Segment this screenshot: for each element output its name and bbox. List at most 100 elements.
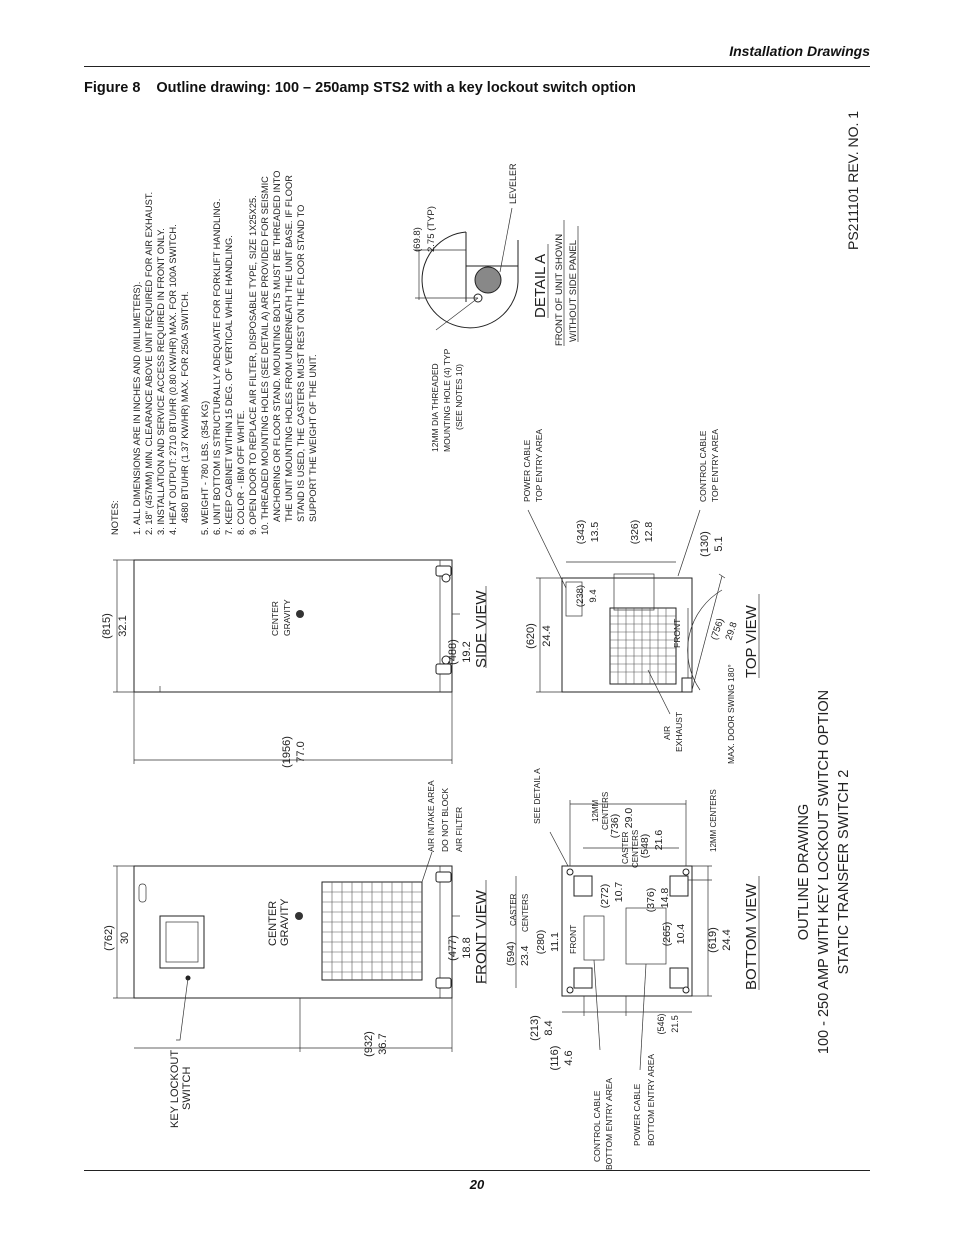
front-cg-label-2: GRAVITY — [279, 898, 291, 946]
air-exhaust-label-2: EXHAUST — [674, 712, 684, 752]
top-control-label-1: CONTROL CABLE — [698, 430, 708, 502]
mounting-hole-label-3: (SEE NOTES 10) — [454, 364, 464, 430]
front-cg-mm: (477) — [447, 935, 459, 961]
front-cg-in: 18.8 — [461, 937, 473, 958]
detail-dim-in: 2.75 (TYP) — [426, 206, 437, 252]
air-intake-label-2: DO NOT BLOCK — [440, 788, 450, 852]
bottom-power-entry-area — [625, 907, 667, 965]
front-width-mm: (762) — [103, 925, 115, 951]
front-width-in: 30 — [119, 932, 131, 944]
top-dim-238-in: 9.4 — [588, 589, 599, 602]
detail-a-title: DETAIL A — [532, 254, 549, 318]
bottom-caster-4 — [669, 967, 689, 989]
figure-caption: Outline drawing: 100 – 250amp STS2 with … — [156, 80, 636, 96]
top-control-label-2: TOP ENTRY AREA — [710, 429, 720, 502]
top-dim-238-mm: (238) — [575, 585, 586, 607]
note-6: 6. UNIT BOTTOM IS STRUCTURALLY ADEQUATE … — [212, 199, 222, 535]
side-cg-label-2: GRAVITY — [282, 599, 292, 636]
top-view-title: TOP VIEW — [743, 604, 760, 678]
bottom-dim-213-in: 8.4 — [543, 1020, 555, 1035]
top-dim-620-in: 24.4 — [541, 625, 553, 646]
note-10: 10. THREADED MOUNTING HOLES (SEE DETAIL … — [260, 176, 270, 535]
title-line-1: OUTLINE DRAWING — [796, 804, 812, 940]
air-intake-label-1: AIR INTAKE AREA — [426, 780, 436, 852]
top-cabinet-outline — [561, 577, 693, 693]
bottom-cabinet-outline — [561, 865, 693, 997]
air-exhaust-label-1: AIR — [662, 726, 672, 740]
side-depth-mm: (815) — [101, 613, 113, 639]
side-view: CENTER GRAVITY (815) 32.1 (1956) 77.0 (4… — [101, 559, 490, 768]
figure-number: Figure 8 — [84, 80, 141, 96]
bottom-caster-3 — [573, 967, 593, 989]
note-10d: STAND IS USED, THE CASTERS MUST REST ON … — [296, 205, 306, 522]
bottom-dim-265-mm: (265) — [661, 922, 673, 947]
top-dim-326-mm: (326) — [629, 520, 641, 545]
note-8: 8. COLOR - IBM OFF WHITE. — [236, 411, 246, 535]
bottom-dim-272-mm: (272) — [599, 884, 611, 909]
note-2: 2. 18" (457MM) MIN. CLEARANCE ABOVE UNIT… — [144, 192, 154, 535]
bottom-dim-213-mm: (213) — [529, 1015, 541, 1041]
bottom-caster-2 — [669, 875, 689, 897]
side-cg-in: 19.2 — [461, 641, 473, 662]
top-dim-130-in: 5.1 — [713, 536, 725, 551]
bottom-dim-546-mm: (546) — [656, 1013, 666, 1034]
side-view-title: SIDE VIEW — [473, 590, 490, 668]
page-number: 20 — [469, 1177, 485, 1192]
detail-a-subtitle-2: WITHOUT SIDE PANEL — [568, 240, 579, 342]
bottom-control-entry-area — [583, 915, 605, 961]
bottom-dim-116-in: 4.6 — [563, 1050, 575, 1065]
bottom-caster-label-1: CASTER — [621, 831, 630, 864]
bottom-12mm-label-2: CENTERS — [601, 792, 610, 830]
front-caster-bottom — [435, 977, 452, 989]
front-center-gravity-icon — [295, 912, 303, 920]
note-4: 4. HEAT OUTPUT: 2710 BTU/HR (0.80 KW/HR)… — [168, 224, 178, 535]
bottom-12mm-label-1: 12MM — [591, 799, 600, 822]
bottom-caster-1 — [573, 875, 593, 897]
key-lockout-label-1: KEY LOCKOUT — [169, 1050, 181, 1128]
air-intake-label-3: AIR FILTER — [454, 807, 464, 852]
front-view: CENTER GRAVITY (762) 30 (932) 36.7 (477)… — [103, 780, 490, 1128]
bottom-dim-272-in: 10.7 — [613, 882, 625, 903]
bottom-view: FRONT SEE DETAIL A 12MM CENTERS (736) 29… — [505, 768, 760, 1170]
note-10e: SUPPORT THE WEIGHT OF THE UNIT. — [308, 354, 318, 522]
section-title: Installation Drawings — [729, 43, 870, 59]
leveler-icon — [474, 266, 502, 294]
note-10b: ANCHORING OR FLOOR STAND. MOUNTING BOLTS… — [272, 171, 282, 522]
bottom-dim-619-in: 24.4 — [721, 929, 733, 950]
mounting-hole-label-1: 12MM DIA THREADED — [430, 363, 440, 452]
leveler-label: LEVELER — [508, 163, 518, 204]
front-view-title: FRONT VIEW — [473, 889, 490, 984]
note-5: 5. WEIGHT - 780 LBS. (354 KG) — [200, 401, 210, 535]
side-cg-label-1: CENTER — [270, 601, 280, 636]
note-10c: THE UNIT MOUNTING HOLES FROM UNDERNEATH … — [284, 175, 294, 522]
front-display-window — [159, 915, 205, 969]
detail-a: (69.8) 2.75 (TYP) LEVELER 12MM DIA THREA… — [412, 163, 579, 452]
page-footer — [84, 1170, 870, 1171]
bottom-dim-619-mm: (619) — [707, 927, 719, 953]
title-line-2: 100 - 250 AMP WITH KEY LOCKOUT SWITCH OP… — [816, 690, 832, 1054]
bottom-dim-594-mm: (594) — [505, 941, 517, 966]
top-power-label-2: TOP ENTRY AREA — [534, 429, 544, 502]
front-cg-label-1: CENTER — [267, 901, 279, 946]
side-height-in: 77.0 — [295, 741, 307, 762]
bottom-dim-548-in: 21.6 — [653, 830, 665, 851]
side-cg-mm: (488) — [447, 639, 459, 665]
side-center-gravity-icon — [296, 610, 304, 618]
bottom-control-label-1: CONTROL CABLE — [592, 1090, 602, 1162]
bottom-dim-280-in: 11.1 — [549, 932, 561, 952]
bottom-caster-w-label-1: CASTER — [509, 893, 518, 926]
bottom-dim-376-in: 14.8 — [659, 888, 671, 909]
page-header: Installation Drawings — [84, 40, 870, 67]
front-handle — [138, 883, 147, 903]
side-height-mm: (1956) — [281, 736, 293, 768]
top-dim-343-mm: (343) — [575, 520, 587, 545]
front-cabinet-outline — [133, 865, 453, 999]
bottom-dim-265-in: 10.4 — [675, 924, 687, 945]
detail-dim-mm: (69.8) — [412, 227, 423, 252]
bottom-view-title: BOTTOM VIEW — [743, 883, 760, 990]
bottom-dim-594-in: 23.4 — [519, 945, 531, 966]
door-swing-label: MAX. DOOR SWING 180° — [726, 664, 736, 764]
bottom-dim-280-mm: (280) — [535, 930, 547, 955]
see-detail-label: SEE DETAIL A — [532, 768, 542, 824]
